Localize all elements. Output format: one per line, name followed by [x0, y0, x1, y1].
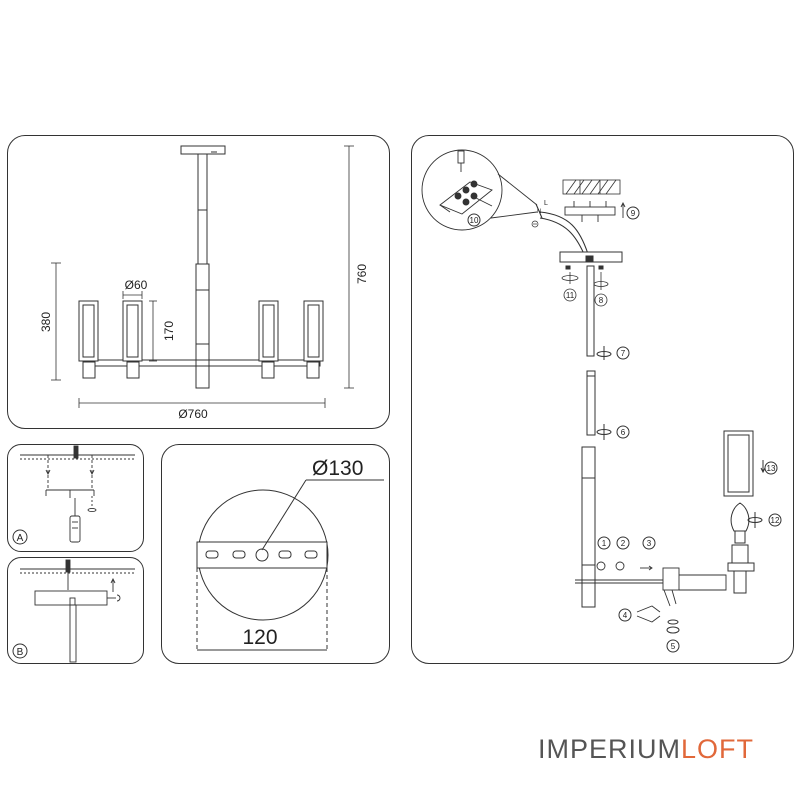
- canopy-diameter-label: Ø130: [312, 457, 363, 480]
- brand-logo-part2: LOFT: [681, 734, 755, 764]
- shade-diameter-label: Ø60: [125, 278, 148, 292]
- mounting-bar: [564, 201, 626, 222]
- step-number-10: 10: [470, 216, 479, 225]
- wiring-detail-bubble: [421, 149, 538, 231]
- glass-shade: [258, 300, 279, 362]
- supply-wires: [535, 203, 589, 255]
- ceiling-hatch: [562, 179, 621, 195]
- step-9-badge: [626, 206, 640, 220]
- mount-step-a-drawing: [20, 445, 135, 543]
- step-11-ring: [561, 272, 579, 302]
- step-number-1: 1: [602, 539, 607, 548]
- step-number-9: 9: [631, 209, 636, 218]
- glass-shade: [303, 300, 324, 362]
- chandelier-front-view: [78, 145, 324, 389]
- lamp-arm: [575, 561, 727, 607]
- step-number-3: 3: [647, 539, 652, 548]
- lamp-body: [581, 446, 596, 608]
- step-12-ring: [747, 512, 782, 528]
- canopy-bottom-view: [196, 479, 384, 651]
- step-badges-arm: [597, 536, 680, 653]
- dimension-lines: [51, 145, 354, 408]
- svg-text:B: B: [17, 647, 24, 658]
- screwdriver-icon: [69, 498, 81, 543]
- glass-shade: [78, 300, 99, 362]
- mount-step-b-drawing: [20, 559, 135, 663]
- step-number-11: 11: [566, 291, 575, 300]
- step-number-2: 2: [621, 539, 626, 548]
- mount-step-a-panel: [7, 444, 144, 552]
- step-number-7: 7: [621, 349, 626, 358]
- glass-shade-detail: [723, 430, 778, 497]
- middle-rod: [586, 370, 630, 440]
- step-b-badge: B: [12, 643, 28, 659]
- mounting-span-label: 120: [242, 626, 277, 649]
- ground-symbol-icon: [531, 220, 539, 228]
- pliers-icon: [636, 605, 661, 623]
- step-number-6: 6: [621, 428, 626, 437]
- brand-logo-part1: IMPERIUM: [538, 734, 681, 764]
- step-10-badge: [467, 213, 481, 227]
- step-number-4: 4: [623, 611, 628, 620]
- step-number-8: 8: [599, 296, 604, 305]
- brand-logo: IMPERIUMLOFT: [538, 734, 754, 765]
- shade-height-label: 170: [162, 321, 176, 341]
- step-number-5: 5: [671, 642, 676, 651]
- step-number-13: 13: [767, 464, 776, 473]
- wire-label-neutral: N: [537, 209, 541, 215]
- mount-step-b-panel: [7, 557, 144, 664]
- height-arms-label: 380: [39, 312, 53, 332]
- step-a-badge: A: [12, 529, 28, 545]
- canopy: [559, 251, 623, 270]
- svg-text:A: A: [17, 533, 24, 544]
- bulb-icon: [730, 502, 750, 544]
- step-number-12: 12: [771, 516, 780, 525]
- glass-shade: [122, 300, 143, 362]
- socket: [727, 544, 755, 594]
- upper-rod: [586, 265, 630, 360]
- wire-label-live: L: [544, 200, 548, 207]
- height-total-label: 760: [355, 264, 369, 284]
- span-diameter-label: Ø760: [178, 407, 208, 421]
